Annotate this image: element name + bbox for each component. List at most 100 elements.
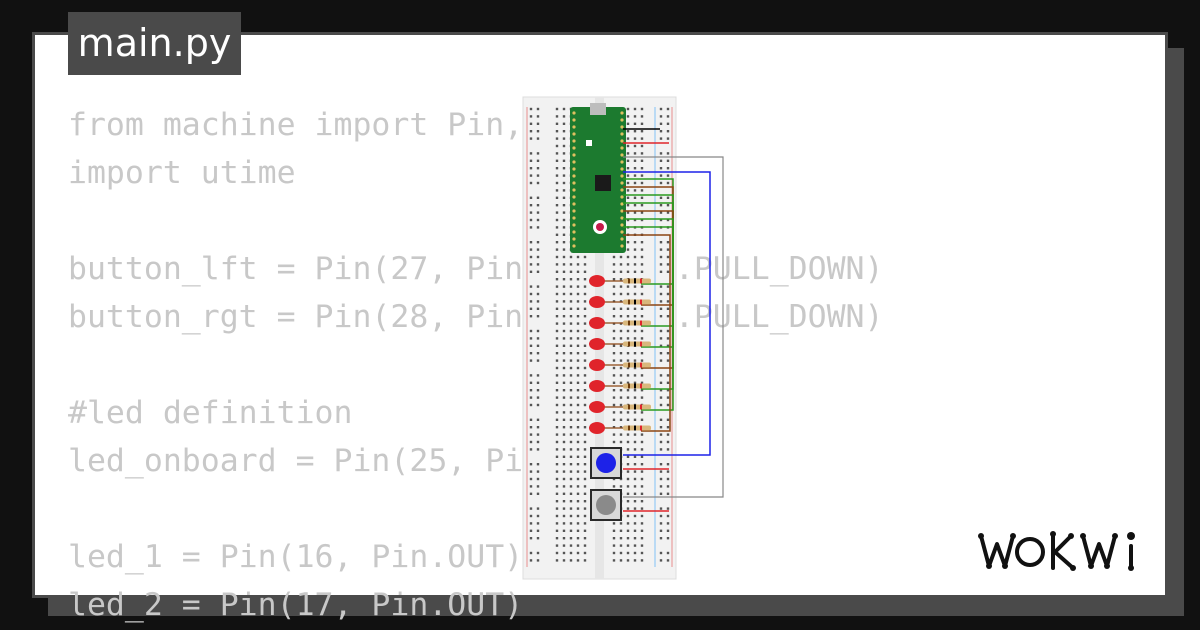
breadboard-hole xyxy=(626,255,630,259)
breadboard-hole xyxy=(583,396,587,399)
breadboard-hole xyxy=(619,359,623,362)
rail-hole xyxy=(659,122,663,125)
code-line: #led definition xyxy=(68,395,353,431)
breadboard-hole xyxy=(576,551,580,555)
pico-pin xyxy=(572,118,576,122)
breadboard-hole xyxy=(583,470,587,473)
pico-pin xyxy=(572,230,576,234)
breadboard-hole xyxy=(619,559,623,562)
breadboard-hole xyxy=(569,307,573,310)
breadboard-center-channel xyxy=(595,97,604,579)
rail-hole xyxy=(529,551,533,555)
rail-hole xyxy=(536,226,540,229)
breadboard-hole xyxy=(619,337,623,340)
rail-hole xyxy=(536,359,540,362)
breadboard-hole xyxy=(555,241,559,244)
breadboard-hole xyxy=(619,426,623,429)
breadboard-hole xyxy=(619,411,623,414)
pico-pin xyxy=(620,244,624,248)
breadboard-hole xyxy=(569,522,573,525)
rp2040-chip xyxy=(595,175,611,191)
breadboard-hole xyxy=(562,115,566,118)
breadboard-hole xyxy=(555,396,559,399)
pico-pin xyxy=(620,111,624,115)
rail-hole xyxy=(666,374,670,377)
breadboard-hole xyxy=(633,381,637,384)
breadboard-hole xyxy=(562,551,566,555)
breadboard-hole xyxy=(583,374,587,377)
rail-hole xyxy=(666,433,670,436)
rail-hole xyxy=(666,152,670,155)
resistor xyxy=(623,320,651,326)
breadboard-hole xyxy=(562,381,566,384)
rail-hole xyxy=(666,492,670,495)
breadboard-hole xyxy=(633,522,637,525)
breadboard-hole xyxy=(576,366,580,370)
file-tab[interactable]: main.py xyxy=(68,12,241,75)
rail-hole xyxy=(536,329,540,333)
breadboard-hole xyxy=(612,307,616,310)
rail-hole xyxy=(529,352,533,355)
resistor-band xyxy=(628,425,630,431)
breadboard-hole xyxy=(555,344,559,347)
breadboard-hole xyxy=(633,500,637,503)
breadboard-hole xyxy=(612,433,616,436)
breadboard-hole xyxy=(619,263,623,266)
rail-hole xyxy=(536,344,540,347)
breadboard-hole xyxy=(583,322,587,325)
rail-hole xyxy=(536,270,540,273)
breadboard-hole xyxy=(562,522,566,525)
rail-hole xyxy=(529,241,533,244)
breadboard-hole xyxy=(633,455,637,458)
breadboard-hole xyxy=(569,374,573,377)
breadboard-hole xyxy=(562,211,566,214)
breadboard-hole xyxy=(555,389,559,392)
resistor-band xyxy=(640,362,642,368)
breadboard-hole xyxy=(640,418,644,421)
rail-hole xyxy=(536,418,540,421)
raspberry-logo-fill xyxy=(596,223,604,231)
breadboard-hole xyxy=(562,196,566,199)
resistor-band xyxy=(628,299,630,305)
breadboard-hole xyxy=(612,529,616,532)
breadboard-hole xyxy=(640,537,644,540)
pico-pin xyxy=(620,202,624,206)
rail-hole xyxy=(536,218,540,222)
rail-hole xyxy=(659,485,663,488)
rail-hole xyxy=(536,152,540,155)
breadboard-hole xyxy=(626,463,630,466)
breadboard-hole xyxy=(626,292,630,296)
breadboard-hole xyxy=(583,292,587,296)
breadboard-hole xyxy=(619,551,623,555)
breadboard-hole xyxy=(633,248,637,251)
breadboard-hole xyxy=(640,455,644,458)
resistor-band xyxy=(640,404,642,410)
rail-hole xyxy=(659,492,663,495)
rail-hole xyxy=(659,337,663,340)
breadboard-hole xyxy=(633,537,637,540)
rail-hole xyxy=(659,381,663,384)
pico-pin xyxy=(620,125,624,129)
rail-hole xyxy=(659,255,663,259)
rail-hole xyxy=(659,204,663,207)
rail-hole xyxy=(529,418,533,421)
rail-hole xyxy=(536,522,540,525)
pico-pin xyxy=(572,153,576,157)
code-line: button_rgt = Pin(28, Pin.IN, Pin.PULL_DO… xyxy=(68,299,884,335)
breadboard-hole xyxy=(555,300,559,303)
rail-hole xyxy=(666,359,670,362)
breadboard-hole xyxy=(640,270,644,273)
rail-hole xyxy=(536,130,540,133)
breadboard-hole xyxy=(640,189,644,192)
breadboard-hole xyxy=(626,507,630,510)
rail-hole xyxy=(536,440,540,444)
breadboard-hole xyxy=(626,470,630,473)
rail-hole xyxy=(659,115,663,118)
breadboard-hole xyxy=(555,115,559,118)
breadboard-hole xyxy=(626,241,630,244)
breadboard-hole xyxy=(583,381,587,384)
rail-hole xyxy=(666,352,670,355)
breadboard-hole xyxy=(633,544,637,547)
rail-hole xyxy=(529,167,533,170)
